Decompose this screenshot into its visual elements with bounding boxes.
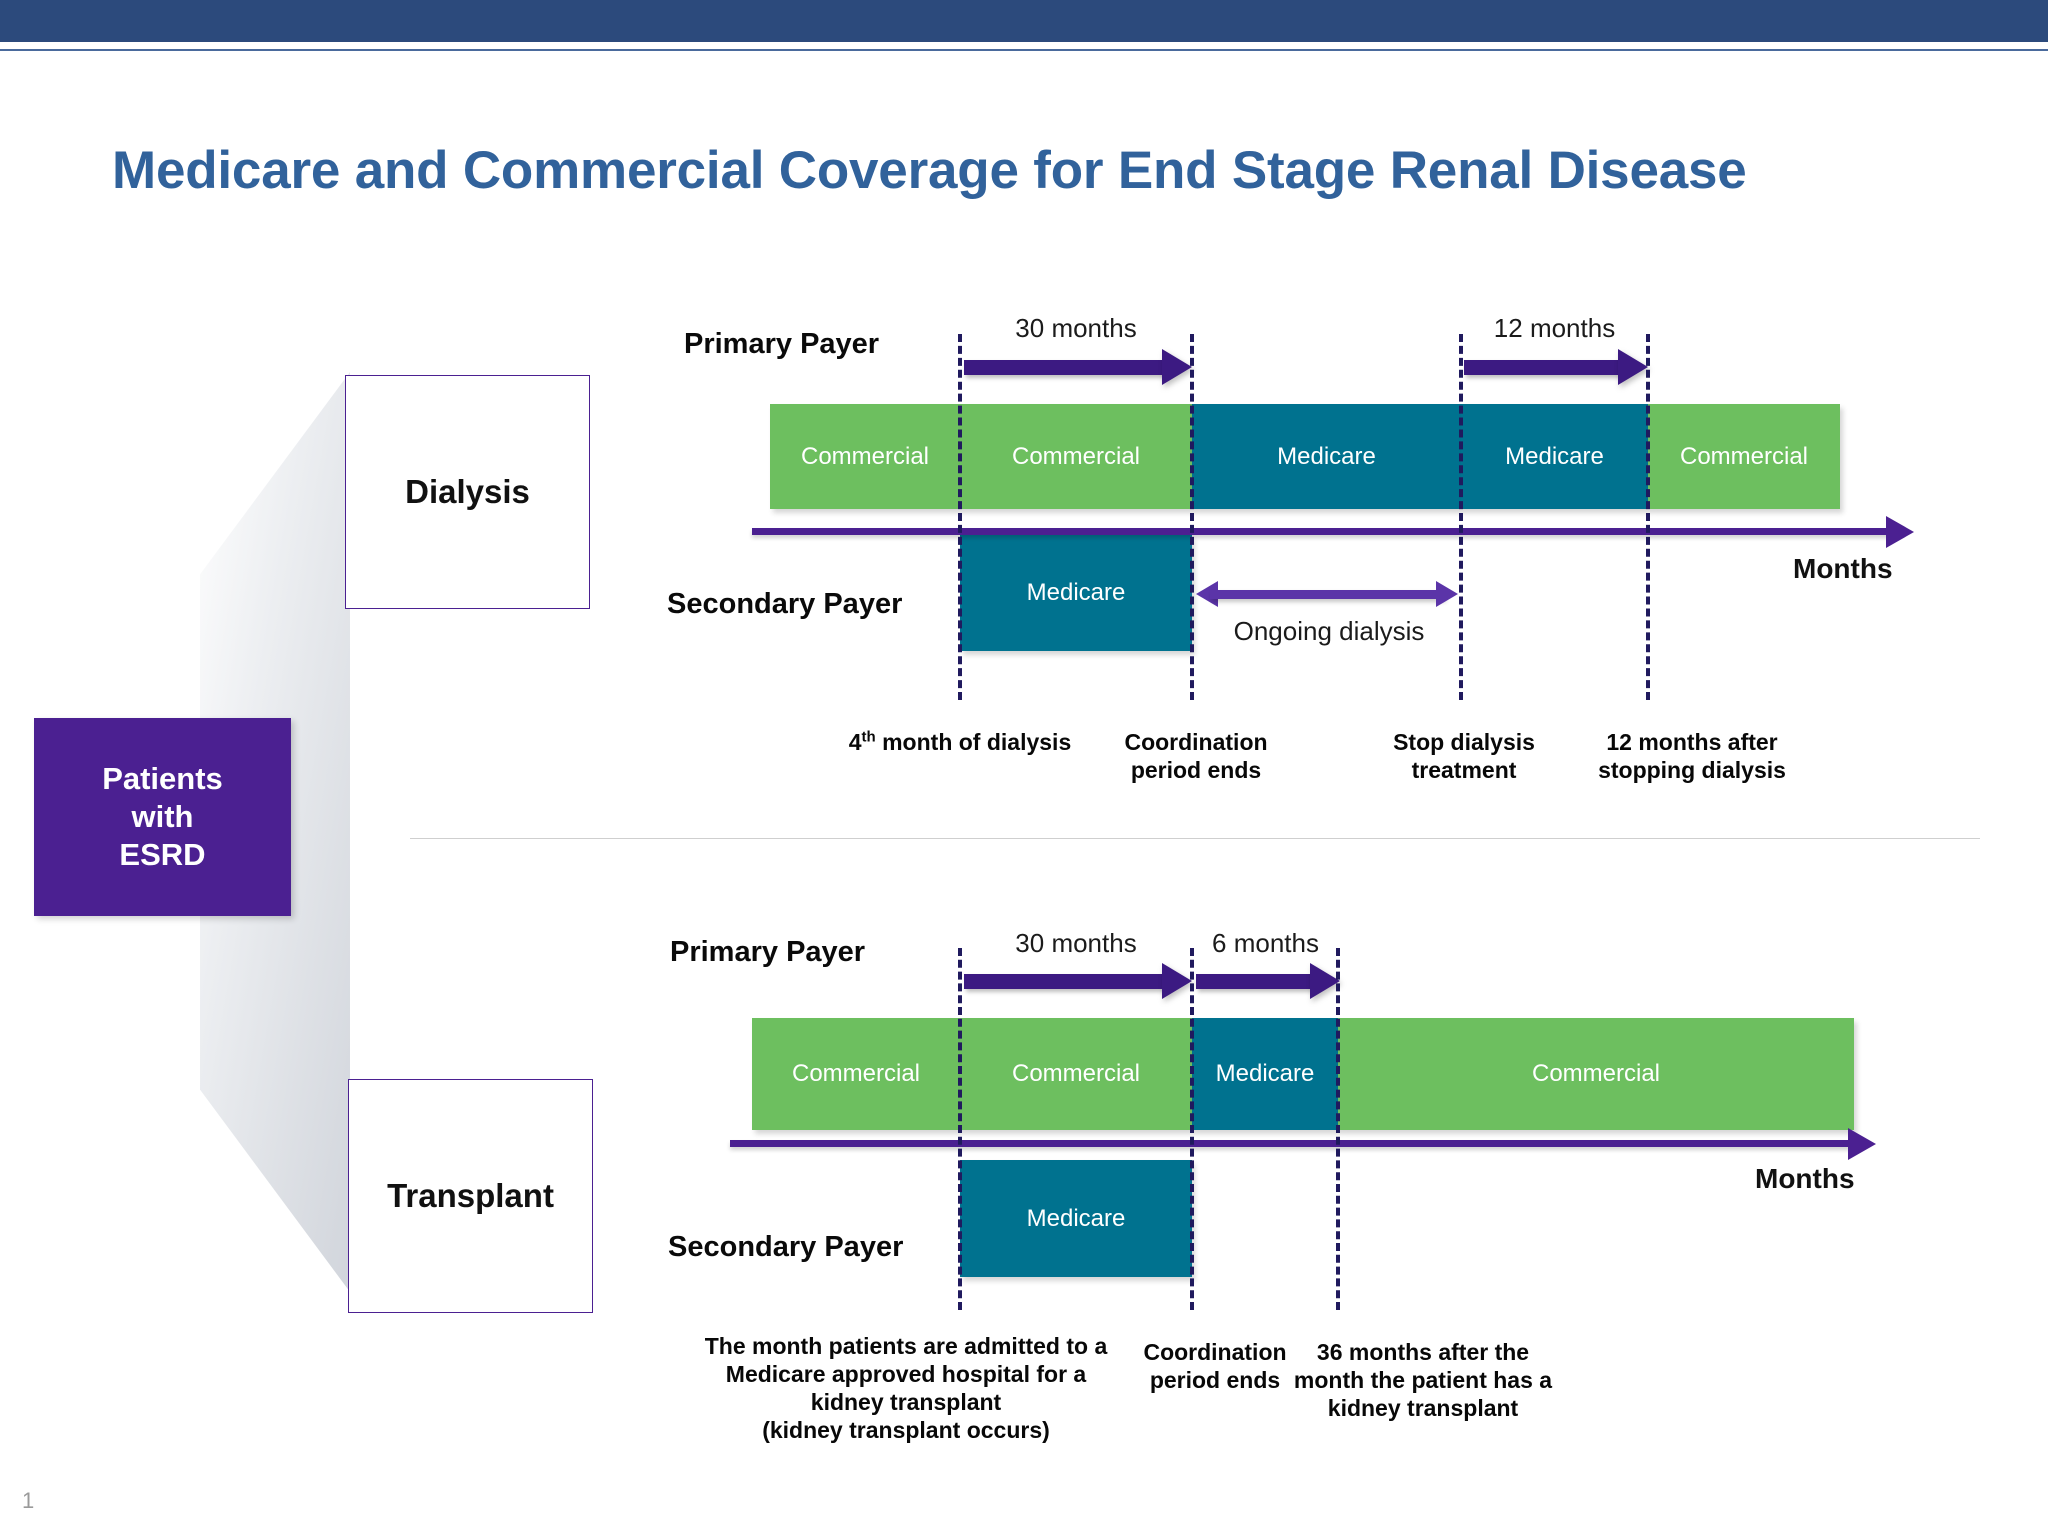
- dialysis-secondary-segment-1: Medicare: [960, 535, 1192, 651]
- transplant-primary-segment-3: Medicare: [1192, 1018, 1338, 1130]
- transplant-measure-label-30-months: 30 months: [1015, 928, 1137, 958]
- transplant-measure-label-6-months: 6 months: [1212, 928, 1319, 958]
- dialysis-measure-label-30-months: 30 months: [1015, 313, 1137, 343]
- dialysis-primary-payer-label: Primary Payer: [684, 328, 880, 360]
- dialysis-ongoing-arrow: [1196, 581, 1458, 607]
- header-rule-white: [0, 44, 2048, 47]
- segment-label: Commercial: [1011, 1060, 1140, 1087]
- segment-label: Medicare: [1026, 579, 1126, 606]
- dialysis-tick-line-1: [958, 334, 962, 700]
- dialysis-primary-segment-3: Medicare: [1192, 404, 1461, 509]
- segment-label: Medicare: [1505, 442, 1604, 470]
- segment-label: Commercial: [1531, 1060, 1660, 1087]
- transplant-tick-line-3: [1336, 948, 1340, 1310]
- segment-label: Medicare: [1215, 1060, 1315, 1087]
- page-number: 1: [22, 1488, 35, 1513]
- dialysis-measure-arrow-30-months: [964, 349, 1192, 385]
- transplant-tick-line-1: [958, 948, 962, 1310]
- transplant-axis-label: Months: [1755, 1163, 1855, 1194]
- category-label-transplant: Transplant: [387, 1177, 554, 1214]
- dialysis-measure-label-12-months: 12 months: [1493, 313, 1616, 343]
- header-band: [0, 0, 2048, 42]
- segment-label: Medicare: [1026, 1204, 1126, 1232]
- header-rule-blue: [0, 49, 2048, 51]
- dialysis-primary-segment-5: Commercial: [1648, 404, 1840, 509]
- page-title: Medicare and Commercial Coverage for End…: [112, 141, 1747, 200]
- transplant-tick-line-2: [1190, 948, 1194, 1310]
- transplant-measure-arrow-30-months: [964, 963, 1192, 999]
- dialysis-secondary-payer-label: Secondary Payer: [667, 588, 903, 620]
- dialysis-tick-line-3: [1459, 334, 1463, 700]
- dialysis-axis-label: Months: [1793, 553, 1893, 584]
- dialysis-ongoing-label: Ongoing dialysis: [1233, 616, 1425, 646]
- category-label-dialysis: Dialysis: [405, 473, 530, 510]
- dialysis-primary-segment-4: Medicare: [1461, 404, 1648, 509]
- category-box-transplant: Transplant: [348, 1079, 593, 1313]
- transplant-axis-line: [730, 1140, 1854, 1147]
- segment-label: Medicare: [1277, 442, 1376, 470]
- dialysis-tick-label-1: 4th month of dialysis: [848, 728, 1072, 755]
- dialysis-tick-line-4: [1646, 334, 1650, 700]
- dialysis-primary-segment-2: Commercial: [960, 404, 1192, 509]
- transplant-secondary-payer-label: Secondary Payer: [668, 1231, 904, 1263]
- transplant-primary-segment-2: Commercial: [960, 1018, 1192, 1130]
- transplant-primary-segment-1: Commercial: [752, 1018, 960, 1130]
- segment-label: Commercial: [1011, 442, 1140, 470]
- dialysis-axis-line: [752, 528, 1892, 535]
- panel-divider: [410, 838, 1980, 839]
- category-box-dialysis: Dialysis: [345, 375, 590, 609]
- dialysis-axis-arrowhead: [1886, 516, 1914, 548]
- transplant-measure-arrow-6-months: [1196, 963, 1340, 999]
- patients-with-esrd-box: Patients with ESRD: [34, 718, 291, 916]
- segment-label: Commercial: [800, 442, 929, 470]
- dialysis-measure-arrow-12-months: [1464, 349, 1648, 385]
- segment-label: Commercial: [1679, 442, 1808, 470]
- segment-label: Commercial: [791, 1060, 920, 1087]
- esrd-line-1: Patients: [102, 761, 223, 797]
- esrd-line-2: with: [131, 799, 194, 835]
- transplant-primary-payer-label: Primary Payer: [670, 936, 866, 968]
- esrd-line-3: ESRD: [119, 836, 206, 872]
- transplant-secondary-segment-1: Medicare: [960, 1160, 1192, 1277]
- transplant-primary-segment-4: Commercial: [1338, 1018, 1854, 1130]
- transplant-axis-arrowhead: [1848, 1128, 1876, 1160]
- dialysis-tick-line-2: [1190, 334, 1194, 700]
- dialysis-primary-segment-1: Commercial: [770, 404, 960, 509]
